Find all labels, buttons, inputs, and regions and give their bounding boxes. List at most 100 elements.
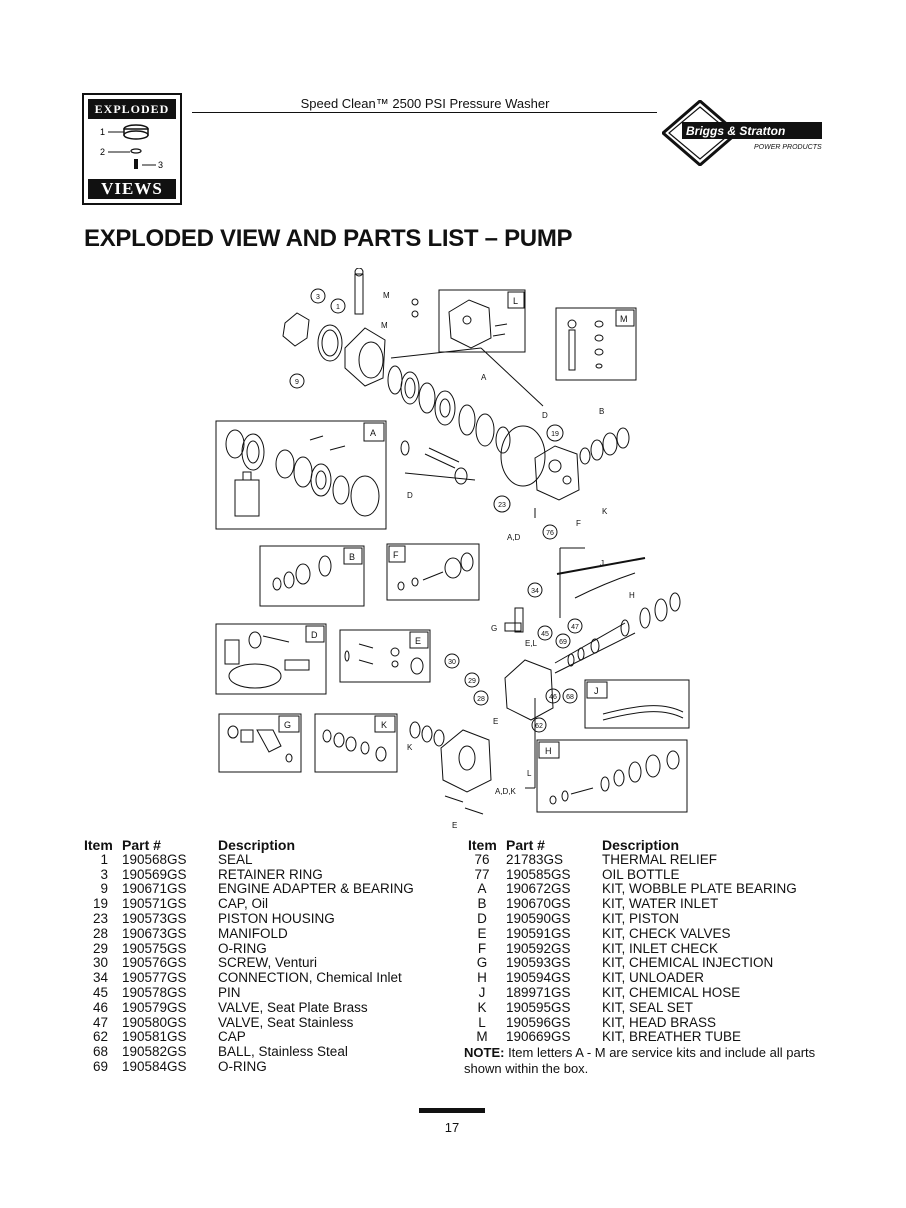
part-number: 190577GS [122,970,187,986]
item-number: E [477,925,487,941]
part-number: 190578GS [122,984,187,1000]
letter-g: G [491,624,497,633]
part-number: 21783GS [506,851,564,867]
part-number: 190592GS [506,940,571,956]
callout-34: 34 [531,588,539,595]
kit-label-a: A [370,428,376,438]
callout-69: 69 [559,639,567,646]
callout-68: 68 [566,694,574,701]
letter-l: L [527,769,532,778]
part-description: ENGINE ADAPTER & BEARING [218,881,414,897]
callout-23: 23 [498,502,506,509]
kit-b-parts [272,555,332,591]
item-number: B [477,896,487,912]
item-number: K [477,999,487,1015]
part-number: 190584GS [122,1058,187,1074]
header-item: Item [84,837,113,853]
part-number: 190573GS [122,910,187,926]
part-number: 190671GS [122,881,187,897]
letter-h: H [629,591,635,600]
callout-28: 28 [477,696,485,703]
item-number: 45 [92,984,108,1000]
exploded-views-logo: EXPLODED 1 2 3 VIEWS [82,93,182,205]
note-text: Item letters A - M are service kits and … [464,1045,816,1076]
callout-9: 9 [295,379,299,386]
kit-label-g: G [284,720,291,730]
header-part: Part # [506,837,545,853]
part-number: 190594GS [506,970,571,986]
part-description: SCREW, Venturi [218,955,318,971]
part-description: KIT, WATER INLET [602,896,719,912]
note-label: NOTE: [464,1045,505,1060]
callout-29: 29 [468,678,476,685]
callout-30: 30 [448,659,456,666]
letter-b: B [599,407,604,416]
kit-f-parts [397,552,474,591]
kit-box-m [555,307,637,381]
oil-bottle [234,479,260,517]
kit-label-l: L [513,296,518,306]
kit-box-j [584,679,690,729]
part-number: 190568GS [122,851,187,867]
part-number: 190576GS [122,955,187,971]
logo-callout-2: 2 [100,147,105,157]
brand-name: Briggs & Stratton [686,124,785,138]
kit-k-parts [322,729,387,762]
parts-table-header: Item Part # Description [84,838,444,853]
letter-a-d-k: A,D,K [495,787,517,796]
brand-tagline: POWER PRODUCTS [754,144,822,151]
callout-1: 1 [336,304,340,311]
part-description: KIT, WOBBLE PLATE BEARING [602,881,797,897]
header-part: Part # [122,837,161,853]
kit-box-e [339,629,431,683]
kit-d-parts [224,631,310,689]
part-number: 189971GS [506,984,571,1000]
part-description: SEAL [218,851,253,867]
item-number: 46 [92,999,108,1015]
kit-box-k [314,713,398,773]
parts-table-header: Item Part # Description [464,838,824,853]
part-number: 190585GS [506,866,571,882]
part-description: CAP [218,1029,246,1045]
wobble-plate-rings [387,365,546,487]
breather-tube [354,268,419,318]
item-number: 28 [92,925,108,941]
logo-top-text: EXPLODED [88,99,176,119]
kit-box-l [438,289,526,353]
kit-h-parts [549,750,680,805]
piston-housing [534,427,630,501]
kit-box-d [215,623,327,695]
item-number: 34 [92,970,108,986]
footer-bar [419,1108,485,1113]
item-number: 69 [92,1058,108,1074]
letter-m-1: M [383,291,390,300]
part-description: KIT, CHEMICAL HOSE [602,984,741,1000]
part-number: 190669GS [506,1029,571,1045]
part-number: 190593GS [506,955,571,971]
kit-label-j: J [594,686,599,696]
letter-d-2: D [407,491,413,500]
item-number: 47 [92,1014,108,1030]
letter-k-1: K [602,507,608,516]
kit-label-h: H [545,746,552,756]
part-description: O-RING [218,940,267,956]
kit-box-b [259,545,365,607]
item-number: 3 [100,866,108,882]
callout-circles [289,288,583,733]
part-number: 190591GS [506,925,571,941]
letter-a: A [481,373,487,382]
item-number: 23 [92,910,108,926]
part-number: 190672GS [506,881,571,897]
kit-j-parts [602,705,684,721]
